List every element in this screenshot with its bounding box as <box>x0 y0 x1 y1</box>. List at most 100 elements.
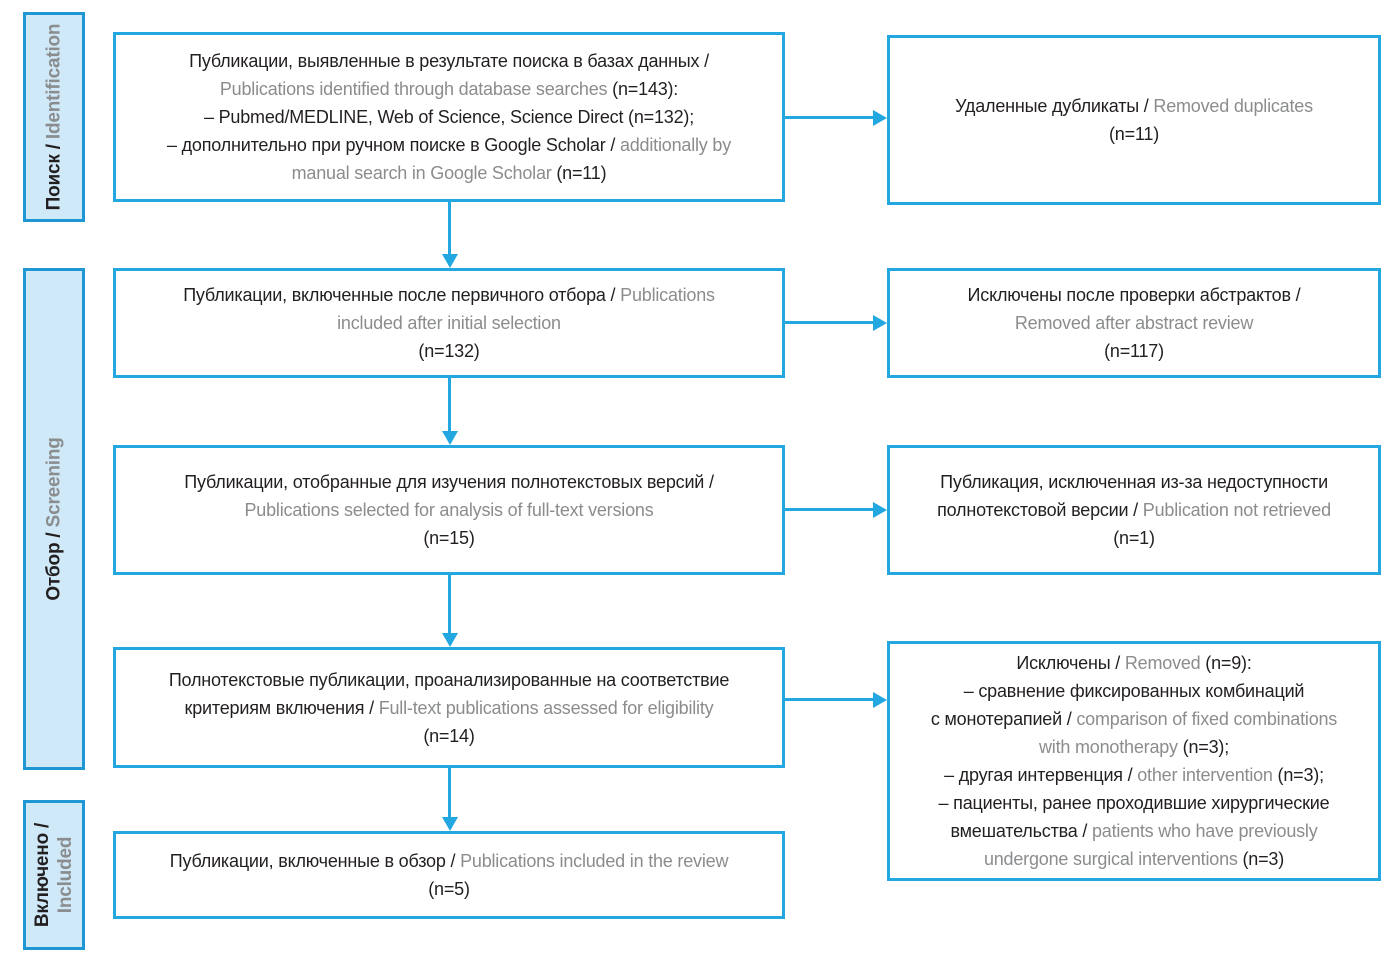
text-line: (n=132) <box>124 337 774 365</box>
box-assessed-for-eligibility: Полнотекстовые публикации, проанализиров… <box>113 647 785 768</box>
text-line: (n=5) <box>124 875 774 903</box>
text-russian: (n=132) <box>418 341 480 361</box>
text-russian: (n=15) <box>423 528 475 548</box>
text-russian: (n=117) <box>1104 341 1164 361</box>
text-line: с монотерапией / comparison of fixed com… <box>898 705 1370 733</box>
text-russian: – дополнительно при ручном поиске в Goog… <box>166 135 620 155</box>
text-russian: Публикации, выявленные в результате поис… <box>189 51 709 71</box>
text-english: other intervention <box>1137 765 1278 785</box>
text-line: with monotherapy (n=3); <box>898 733 1370 761</box>
text-russian: Публикации, включенные в обзор / <box>169 851 461 871</box>
text-line: undergone surgical interventions (n=3) <box>898 845 1370 873</box>
text-russian: Удаленные дубликаты / <box>955 96 1154 116</box>
text-line: Включено / <box>31 823 54 927</box>
text-line: Удаленные дубликаты / Removed duplicates <box>898 92 1370 120</box>
box-records-identified: Публикации, выявленные в результате поис… <box>113 32 785 202</box>
stage-identification: Поиск / Identification <box>23 12 85 222</box>
arrow-to-not-retrieved <box>785 508 873 511</box>
text-russian: с монотерапией / <box>930 709 1077 729</box>
text-english: Removed <box>1124 653 1206 673</box>
text-russian: (n=1) <box>1113 528 1155 548</box>
stage-screening-label: Отбор / Screening <box>43 437 66 600</box>
text-russian: (n=5) <box>428 879 470 899</box>
text-line: Исключены после проверки абстрактов / <box>898 281 1370 309</box>
text-russian: критериям включения / <box>184 697 379 718</box>
text-english: Full-text publications assessed for elig… <box>378 697 714 718</box>
text-english: Publications included in the review <box>460 851 729 871</box>
text-line: Публикации, выявленные в результате поис… <box>124 47 774 75</box>
text-line: Publications identified through database… <box>124 75 774 103</box>
text-russian: (n=11) <box>1109 124 1159 144</box>
text-russian: Поиск / <box>43 139 65 211</box>
text-line: Публикации, отобранные для изучения полн… <box>124 468 774 496</box>
text-russian: Отбор / <box>43 527 65 601</box>
box-selected-for-fulltext: Публикации, отобранные для изучения полн… <box>113 445 785 575</box>
text-russian: (n=11) <box>556 163 607 183</box>
text-line: Полнотекстовые публикации, проанализиров… <box>124 666 774 694</box>
text-english: included after initial selection <box>337 313 561 333</box>
text-line: included after initial selection <box>124 309 774 337</box>
text-line: (n=117) <box>898 337 1370 365</box>
text-russian: – другая интервенция / <box>944 765 1138 785</box>
text-russian: Исключены после проверки абстрактов / <box>967 285 1301 305</box>
text-russian: (n=3) <box>1242 849 1285 869</box>
text-line: Публикации, включенные после первичного … <box>124 281 774 309</box>
text-line: (n=11) <box>898 120 1370 148</box>
text-line: (n=1) <box>898 524 1370 552</box>
text-line: Removed after abstract review <box>898 309 1370 337</box>
box-included-after-initial-selection: Публикации, включенные после первичного … <box>113 268 785 378</box>
text-line: Исключены / Removed (n=9): <box>898 649 1370 677</box>
text-russian: Включено / <box>32 822 53 928</box>
stage-included-label: Включено /Included <box>31 823 77 927</box>
text-russian: вмешательства / <box>950 821 1092 841</box>
box-not-retrieved: Публикация, исключенная из-за недоступно… <box>887 445 1381 575</box>
text-russian: (n=9): <box>1205 653 1252 673</box>
text-line: – сравнение фиксированных комбинаций <box>898 677 1370 705</box>
arrow-fulltext-to-eligibility <box>448 575 451 633</box>
text-line: Отбор / Screening <box>43 437 66 600</box>
arrow-eligibility-to-included <box>448 768 451 817</box>
arrow-initial-selection-to-fulltext <box>448 378 451 431</box>
text-russian: – сравнение фиксированных комбинаций <box>963 681 1305 701</box>
text-english: Included <box>55 836 76 914</box>
text-english: patients who have previously <box>1092 821 1318 841</box>
text-line: – пациенты, ранее проходившие хирургичес… <box>898 789 1370 817</box>
box-duplicates-removed: Удаленные дубликаты / Removed duplicates… <box>887 35 1381 205</box>
text-english: manual search in Google Scholar <box>291 163 557 183</box>
arrow-to-removed-reasons <box>785 698 873 701</box>
text-line: Публикации, включенные в обзор / Publica… <box>124 847 774 875</box>
text-english: undergone surgical interventions <box>983 849 1243 869</box>
text-russian: (n=3); <box>1277 765 1325 785</box>
text-line: Поиск / Identification <box>43 24 66 211</box>
text-russian: – пациенты, ранее проходившие хирургичес… <box>938 793 1330 813</box>
stage-screening: Отбор / Screening <box>23 268 85 770</box>
text-english: Removed after abstract review <box>1014 313 1254 333</box>
box-removed-with-reasons: Исключены / Removed (n=9): – сравнение фи… <box>887 641 1381 881</box>
text-line: Included <box>54 823 77 927</box>
text-russian: полнотекстовой версии / <box>937 500 1143 520</box>
text-line: критериям включения / Full-text publicat… <box>124 694 774 722</box>
box-removed-after-abstract-review: Исключены после проверки абстрактов / Rem… <box>887 268 1381 378</box>
text-line: (n=14) <box>124 722 774 750</box>
text-english: Removed duplicates <box>1153 96 1313 116</box>
text-english: Screening <box>43 437 65 528</box>
text-english: additionally by <box>619 135 732 155</box>
text-english: Publication not retrieved <box>1142 500 1331 520</box>
text-english: Identification <box>43 23 65 140</box>
text-line: Publications selected for analysis of fu… <box>124 496 774 524</box>
stage-identification-label: Поиск / Identification <box>43 24 66 211</box>
text-russian: – Pubmed/MEDLINE, Web of Science, Scienc… <box>204 107 694 127</box>
text-russian: (n=14) <box>423 725 475 746</box>
text-russian: (n=143): <box>612 79 679 99</box>
text-line: вмешательства / patients who have previo… <box>898 817 1370 845</box>
arrow-to-abstract-removed <box>785 321 873 324</box>
arrow-identified-to-initial-selection <box>448 202 451 254</box>
text-russian: Исключены / <box>1016 653 1125 673</box>
text-line: manual search in Google Scholar (n=11) <box>124 159 774 187</box>
text-line: (n=15) <box>124 524 774 552</box>
text-english: comparison of fixed combinations <box>1076 709 1338 729</box>
text-english: with monotherapy <box>1038 737 1183 757</box>
text-russian: Публикации, отобранные для изучения полн… <box>184 472 714 492</box>
text-english: Publications selected for analysis of fu… <box>244 500 654 520</box>
